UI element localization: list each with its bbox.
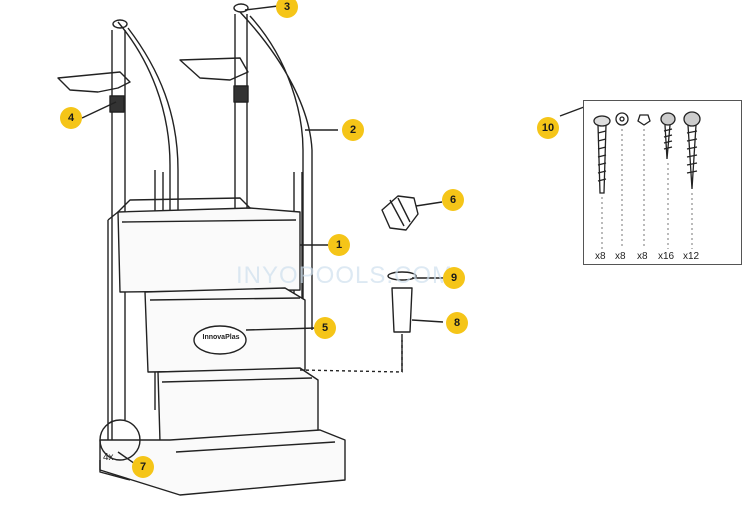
callout-7: 7: [132, 456, 154, 478]
callout-2: 2: [342, 119, 364, 141]
right-handrail-arc: [239, 11, 313, 330]
wedge-anchor-part: [381, 195, 419, 231]
left-cup-holder: [57, 71, 131, 93]
callout-5: 5: [314, 317, 336, 339]
callout-1: 1: [328, 234, 350, 256]
hardware-kit-box: x8 x8 x8 x16 x12: [583, 100, 742, 265]
sleeve-part: [391, 287, 413, 333]
callout-3: 3: [276, 0, 298, 18]
watermark: INYOPOOLS.COM: [236, 262, 454, 289]
logo-text: InnovaPlas: [202, 334, 240, 341]
base-pad-quantity: 4x: [103, 452, 114, 463]
lower-step: [157, 367, 319, 443]
hardware-icons: [593, 111, 701, 249]
callout-9: 9: [443, 267, 465, 289]
callout-8: 8: [446, 312, 468, 334]
callout-4: 4: [60, 107, 82, 129]
qty-wood-screw: x12: [683, 251, 700, 262]
callout-6: 6: [442, 189, 464, 211]
right-cup-holder: [179, 57, 249, 81]
assembly-line: [299, 340, 403, 373]
right-handrail: [234, 14, 248, 240]
cap-part: [387, 271, 417, 281]
qty-washer: x8: [615, 251, 626, 262]
qty-screw-short: x16: [658, 251, 675, 262]
top-step: [117, 207, 301, 293]
left-handrail-arc: [117, 21, 179, 230]
callout-10: 10: [537, 117, 559, 139]
qty-screw-long: x8: [595, 251, 606, 262]
qty-nut: x8: [637, 251, 648, 262]
logo-badge: [193, 325, 247, 355]
